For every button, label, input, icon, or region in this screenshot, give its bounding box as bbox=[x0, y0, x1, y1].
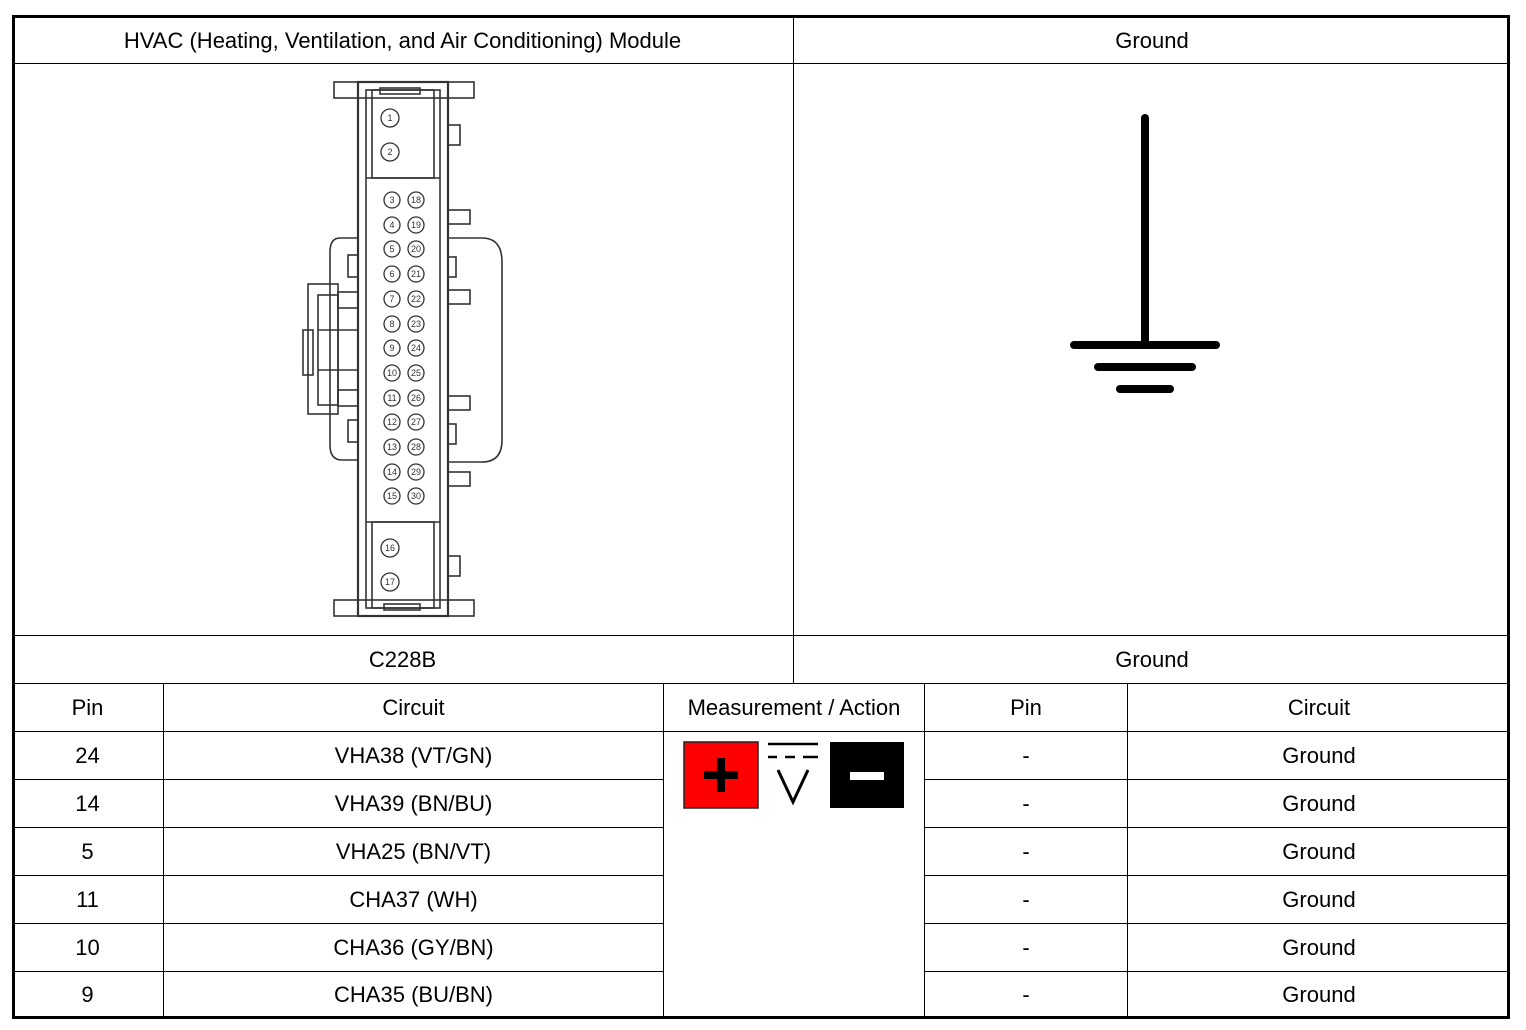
table-row-circuit-2: Ground bbox=[1282, 981, 1356, 1007]
divider bbox=[1127, 683, 1128, 1019]
column-header-circuit: Circuit bbox=[382, 694, 445, 720]
table-row-pin: 10 bbox=[75, 934, 100, 960]
divider bbox=[924, 827, 1510, 828]
pin-label: 4 bbox=[389, 220, 394, 230]
divider bbox=[12, 971, 663, 972]
pin-label: 24 bbox=[411, 343, 421, 353]
table-row-pin-2: - bbox=[1022, 886, 1030, 912]
ground-symbol-icon bbox=[1070, 114, 1220, 393]
pin-label: 1 bbox=[387, 113, 392, 123]
pin-label: 23 bbox=[411, 319, 421, 329]
divider bbox=[924, 875, 1510, 876]
table-row-circuit: CHA37 (WH) bbox=[349, 886, 478, 912]
divider bbox=[924, 779, 1510, 780]
column-header-measurement: Measurement / Action bbox=[687, 694, 901, 720]
table-row-pin-2: - bbox=[1022, 790, 1030, 816]
pin-label: 30 bbox=[411, 491, 421, 501]
pin-label: 22 bbox=[411, 294, 421, 304]
divider bbox=[793, 15, 794, 683]
divider bbox=[663, 683, 664, 1019]
pin-label: 6 bbox=[389, 269, 394, 279]
pin-label: 21 bbox=[411, 269, 421, 279]
table-row-circuit-2: Ground bbox=[1282, 838, 1356, 864]
pin-label: 8 bbox=[389, 319, 394, 329]
table-row-pin: 9 bbox=[81, 981, 94, 1007]
pin-label: 16 bbox=[385, 543, 395, 553]
ground-label: Ground bbox=[1115, 646, 1189, 672]
column-header-circuit-2: Circuit bbox=[1287, 694, 1351, 720]
pinout-table bbox=[12, 15, 1510, 1019]
pin-label: 25 bbox=[411, 368, 421, 378]
table-row-pin-2: - bbox=[1022, 981, 1030, 1007]
divider bbox=[924, 971, 1510, 972]
column-header-pin: Pin bbox=[71, 694, 104, 720]
table-row-circuit: VHA39 (BN/BU) bbox=[334, 790, 493, 816]
pin-label: 26 bbox=[411, 393, 421, 403]
divider bbox=[12, 683, 1510, 684]
pin-label: 7 bbox=[389, 294, 394, 304]
divider bbox=[12, 779, 663, 780]
module-title: HVAC (Heating, Ventilation, and Air Cond… bbox=[123, 27, 682, 53]
pin-label: 5 bbox=[389, 244, 394, 254]
divider bbox=[12, 731, 1510, 732]
ground-title: Ground bbox=[1115, 27, 1189, 53]
table-row-circuit-2: Ground bbox=[1282, 742, 1356, 768]
dc-voltage-icon bbox=[768, 742, 818, 806]
divider bbox=[12, 827, 663, 828]
pin-label: 15 bbox=[387, 491, 397, 501]
table-row-pin-2: - bbox=[1022, 934, 1030, 960]
pin-label: 20 bbox=[411, 244, 421, 254]
pin-label: 9 bbox=[389, 343, 394, 353]
table-row-pin-2: - bbox=[1022, 838, 1030, 864]
table-row-pin: 5 bbox=[81, 838, 94, 864]
pin-label: 3 bbox=[389, 195, 394, 205]
pin-label: 18 bbox=[411, 195, 421, 205]
table-row-circuit-2: Ground bbox=[1282, 790, 1356, 816]
table-row-circuit-2: Ground bbox=[1282, 886, 1356, 912]
connector-diagram: 1 2 3 4 5 6 7 8 9 10 11 12 13 14 15 18 1… bbox=[302, 80, 503, 618]
measurement-icons bbox=[683, 741, 904, 809]
divider bbox=[12, 635, 1510, 636]
table-row-circuit: CHA35 (BU/BN) bbox=[334, 981, 493, 1007]
pin-label: 28 bbox=[411, 442, 421, 452]
pin-label: 29 bbox=[411, 467, 421, 477]
minus-icon-bar bbox=[850, 772, 884, 780]
plus-icon-bar bbox=[717, 758, 725, 792]
pin-label: 19 bbox=[411, 220, 421, 230]
table-row-pin: 11 bbox=[76, 886, 99, 912]
table-row-circuit: VHA38 (VT/GN) bbox=[334, 742, 493, 768]
table-row-pin: 14 bbox=[75, 790, 100, 816]
pin-label: 10 bbox=[387, 368, 397, 378]
divider bbox=[12, 923, 663, 924]
pin-label: 12 bbox=[387, 417, 397, 427]
pin-label: 27 bbox=[411, 417, 421, 427]
table-row-pin-2: - bbox=[1022, 742, 1030, 768]
pin-label: 17 bbox=[385, 577, 395, 587]
table-row-circuit-2: Ground bbox=[1282, 934, 1356, 960]
pin-label: 13 bbox=[387, 442, 397, 452]
divider bbox=[163, 683, 164, 1019]
column-header-pin-2: Pin bbox=[1010, 694, 1042, 720]
table-row-circuit: CHA36 (GY/BN) bbox=[333, 934, 494, 960]
connector-name: C228B bbox=[368, 646, 437, 672]
divider bbox=[12, 875, 663, 876]
divider bbox=[12, 63, 1510, 64]
pin-label: 11 bbox=[387, 393, 396, 403]
table-row-circuit: VHA25 (BN/VT) bbox=[335, 838, 492, 864]
divider bbox=[924, 683, 925, 1019]
pin-label: 14 bbox=[387, 467, 397, 477]
table-row-pin: 24 bbox=[75, 742, 100, 768]
pin-label: 2 bbox=[387, 147, 392, 157]
divider bbox=[924, 923, 1510, 924]
